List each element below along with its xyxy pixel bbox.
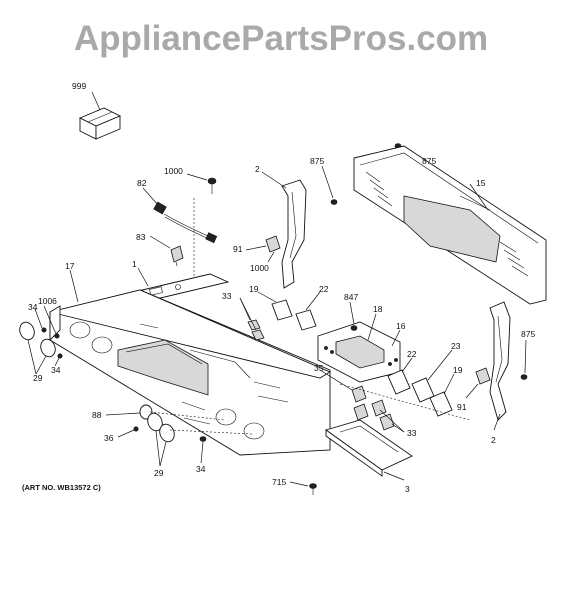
callout-1006: 1006: [38, 296, 57, 306]
callout-15: 15: [476, 178, 486, 188]
callout-1000-top: 1000: [164, 166, 183, 176]
callout-875-top: 875: [310, 156, 324, 166]
callout-2-right: 2: [491, 435, 496, 445]
callout-1000-bottom: 1000: [250, 263, 269, 273]
callout-715: 715: [272, 477, 286, 487]
callout-29-bottom: 29: [154, 468, 164, 478]
callout-29-left: 29: [33, 373, 43, 383]
callout-875-right: 875: [422, 156, 436, 166]
callout-34-top: 34: [28, 302, 38, 312]
art-number: (ART NO. WB13572 C): [22, 483, 101, 492]
part-715-screw: [289, 481, 317, 495]
part-15-rear-cover: [353, 145, 547, 305]
callout-1: 1: [132, 259, 137, 269]
callout-33-bottom: 33: [407, 428, 417, 438]
callout-17: 17: [65, 261, 75, 271]
callout-3: 3: [405, 484, 410, 494]
callout-83: 83: [136, 232, 146, 242]
callout-labels: 999 1000 82 83 2 875 875 15 91 1000 1 17…: [28, 81, 535, 494]
callout-847: 847: [344, 292, 358, 302]
part-83-switch: [149, 235, 184, 267]
callout-91-left: 91: [233, 244, 243, 254]
callout-23: 23: [451, 341, 461, 351]
callout-88: 88: [92, 410, 102, 420]
part-1000-screw-top: [186, 173, 217, 288]
callout-2-left: 2: [255, 164, 260, 174]
callout-19-top: 19: [249, 284, 259, 294]
callout-19-bottom: 19: [453, 365, 463, 375]
part-999-box: [78, 91, 122, 140]
callout-35: 35: [314, 363, 324, 373]
part-2-bracket-right: [489, 301, 511, 431]
callout-82: 82: [137, 178, 147, 188]
callout-36: 36: [104, 433, 114, 443]
part-switches-lower: [319, 349, 471, 433]
callout-18: 18: [373, 304, 383, 314]
knob-group-right: [105, 404, 253, 467]
callout-34-bottom: 34: [196, 464, 206, 474]
part-91-clip-right: [465, 367, 491, 399]
callout-33-top: 33: [222, 291, 232, 301]
callout-16: 16: [396, 321, 406, 331]
watermark-text: AppliancePartsPros.com: [74, 19, 488, 58]
part-19-22-switches-upper: [239, 291, 321, 341]
callout-875-bottom: 875: [521, 329, 535, 339]
knob-group-left: [19, 305, 63, 375]
part-3-lower-trim: [324, 419, 413, 481]
callout-22-bottom: 22: [407, 349, 417, 359]
part-17-backsplash-panel: [49, 269, 331, 456]
callout-91-right: 91: [457, 402, 467, 412]
callout-34-mid: 34: [51, 365, 61, 375]
part-847-screw: [349, 301, 358, 331]
callout-22-top: 22: [319, 284, 329, 294]
part-91-clip-left: [245, 235, 281, 263]
callout-999: 999: [72, 81, 86, 91]
part-2-bracket-left: [261, 171, 307, 289]
part-82-wire-harness: [142, 187, 218, 244]
